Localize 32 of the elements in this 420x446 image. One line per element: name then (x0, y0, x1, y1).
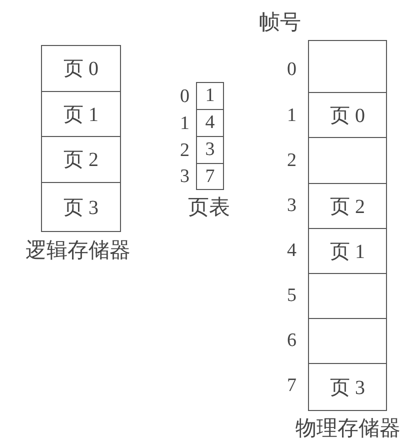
memory-cell: 页 3 (41, 182, 121, 232)
caption: 帧号 (259, 12, 301, 32)
memory-cell (308, 318, 387, 364)
table-cell: 1 (196, 82, 224, 110)
row-number: 7 (287, 376, 296, 394)
memory-cell: 页 0 (41, 45, 121, 92)
memory-cell: 页 3 (308, 363, 387, 411)
row-number: 2 (180, 140, 190, 160)
row-number: 2 (287, 150, 296, 170)
caption: 页表 (188, 196, 230, 218)
row-number: 0 (287, 60, 296, 78)
memory-cell (308, 273, 387, 319)
memory-cell (308, 40, 387, 93)
memory-cell (308, 137, 387, 184)
table-cell: 4 (196, 109, 224, 137)
table-cell: 3 (196, 136, 224, 164)
row-number: 1 (287, 106, 296, 124)
table-cell: 7 (196, 163, 224, 190)
caption: 物理存储器 (296, 418, 400, 438)
row-number: 6 (287, 330, 296, 350)
memory-cell: 页 2 (41, 136, 121, 183)
row-number: 5 (287, 286, 296, 304)
memory-cell: 页 1 (41, 91, 121, 137)
row-number: 1 (180, 114, 190, 132)
memory-cell: 页 0 (308, 92, 387, 138)
row-number: 0 (180, 86, 190, 106)
row-number: 4 (287, 240, 296, 260)
row-number: 3 (180, 166, 190, 186)
caption: 逻辑存储器 (26, 240, 130, 260)
memory-cell: 页 2 (308, 183, 387, 229)
row-number: 3 (287, 196, 296, 214)
memory-cell: 页 1 (308, 228, 387, 274)
